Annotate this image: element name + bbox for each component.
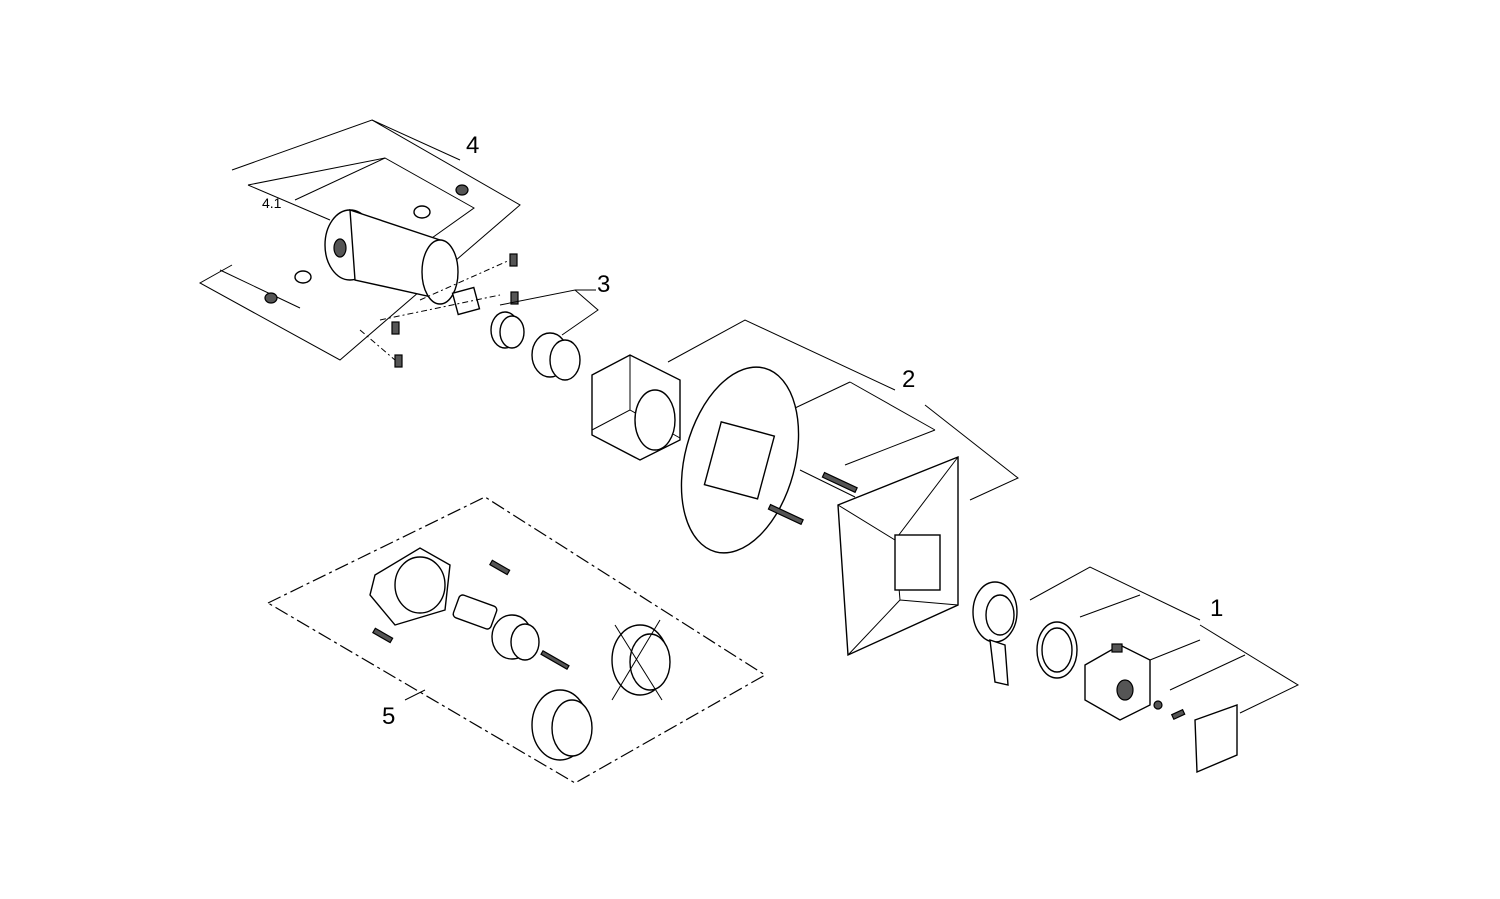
valve-body-part bbox=[264, 184, 519, 368]
mounting-plate-part bbox=[680, 366, 858, 554]
service-parts-part bbox=[369, 547, 671, 761]
cartridge-sleeve-part bbox=[490, 311, 581, 381]
callout-bracket-3 bbox=[499, 289, 599, 336]
installation-box-part bbox=[591, 354, 681, 461]
handle-part bbox=[972, 581, 1238, 774]
callout-box-5 bbox=[266, 496, 767, 784]
label-part-3: 3 bbox=[597, 271, 610, 298]
label-part-2: 2 bbox=[902, 366, 915, 393]
callout-bracket-1 bbox=[1029, 566, 1300, 714]
label-part-1: 1 bbox=[1210, 595, 1223, 622]
label-part-4: 4 bbox=[466, 132, 479, 159]
callout-bracket-2 bbox=[667, 319, 1019, 501]
trim-plate-part bbox=[837, 455, 959, 657]
leader-line-5 bbox=[404, 689, 426, 701]
label-part-4-1: 4.1 bbox=[262, 195, 282, 211]
label-part-5: 5 bbox=[382, 703, 395, 730]
